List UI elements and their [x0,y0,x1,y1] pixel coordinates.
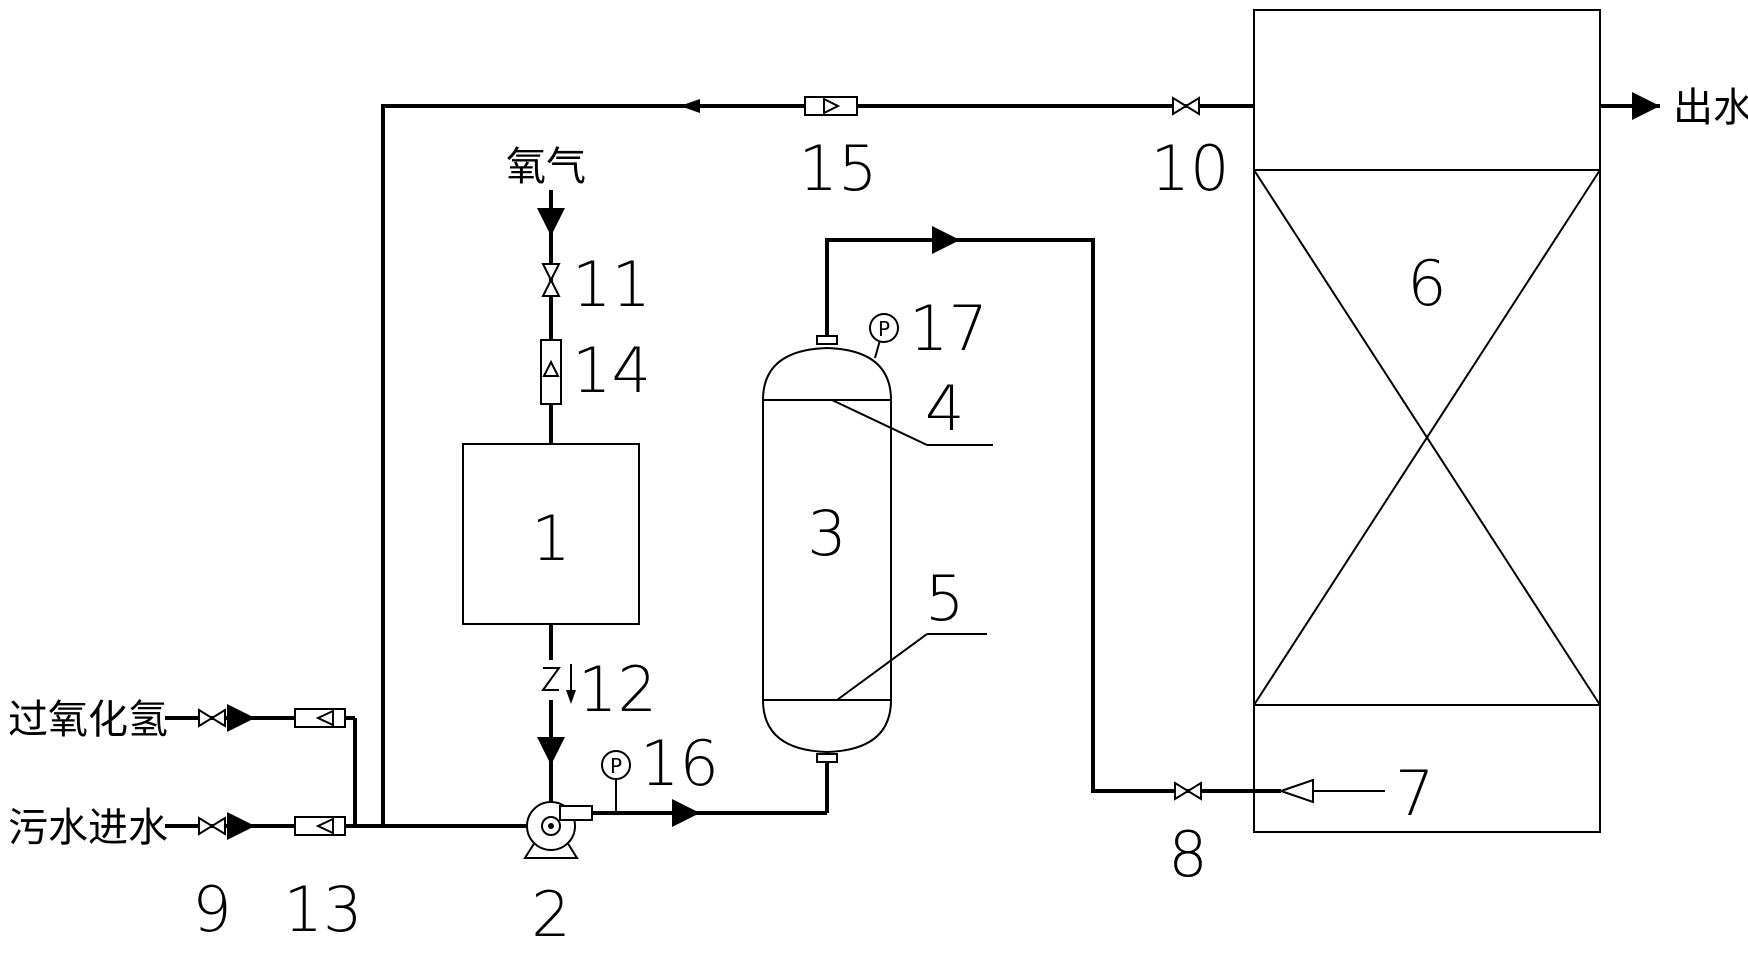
label-16: 16 [640,727,719,800]
valve-11 [541,263,561,297]
label-10: 10 [1151,132,1230,205]
label-17: 17 [909,292,988,365]
label-6: 6 [1407,247,1446,320]
leader-4 [831,399,928,446]
leader-5 [836,633,928,701]
h2o2-label: 过氧化氢 [8,697,168,743]
label-7: 7 [1395,757,1434,830]
unit-1-box [462,443,640,625]
reactor-6 [1253,9,1601,833]
distributor-7 [1277,778,1385,804]
label-14: 14 [572,334,651,407]
pump-discharge-line [592,760,829,827]
valve-10 [1172,96,1200,116]
label-1: 1 [531,502,570,575]
valve-8 [1174,781,1202,801]
valve-9-h2o2 [198,708,226,728]
label-8: 8 [1168,818,1207,891]
flowmeter-13-h2o2 [294,708,346,728]
pressure-gauge-16: P [601,750,631,813]
pressure-gauge-17: P [869,313,899,359]
label-13: 13 [284,873,363,946]
label-4: 4 [925,372,964,445]
gauge-16-symbol: P [610,754,622,778]
oxygen-label: 氧气 [506,144,586,190]
label-11: 11 [572,248,651,321]
gauge-17-symbol: P [878,317,890,341]
flowmeter-15 [804,96,858,116]
water-outlet-label: 出水 [1673,85,1748,131]
pump-2 [523,801,593,859]
sewage-inlet-label: 污水进水 [8,805,168,851]
h2o2-line [165,704,357,826]
label-5: 5 [925,562,964,635]
valve-9-sewage [198,816,226,836]
label-12: 12 [578,653,657,726]
check-valve-12 [541,664,576,704]
flowmeter-13-sewage [294,816,346,836]
flowmeter-14 [540,339,562,405]
label-9: 9 [192,873,231,946]
label-3: 3 [807,497,846,570]
label-2: 2 [531,878,570,951]
label-15: 15 [799,132,878,205]
vessel-3 [762,335,892,763]
